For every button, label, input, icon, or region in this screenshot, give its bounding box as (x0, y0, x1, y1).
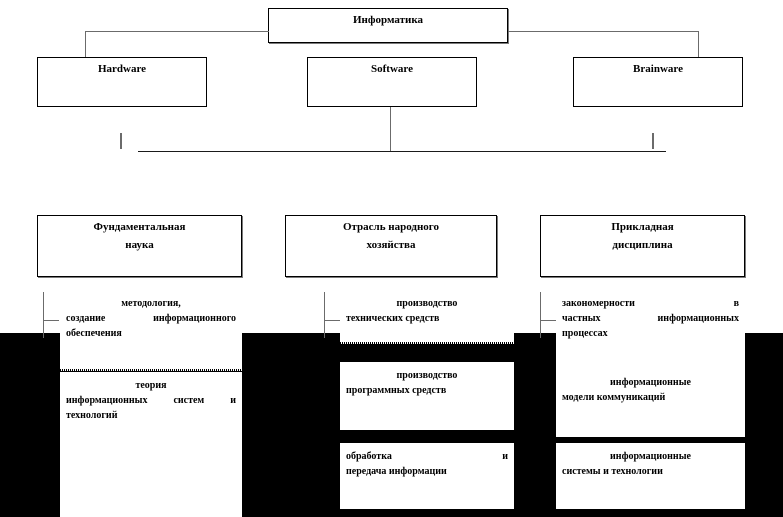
leaf-col1-divider-1 (60, 369, 242, 371)
leaf-col3-item-1-line2: частных информационных (562, 313, 739, 324)
leaf-col2-item-2[interactable]: производство программных средств (340, 362, 514, 430)
connector-col1-spine (43, 292, 44, 338)
leaf-col3-item-3-line2: системы и технологии (562, 466, 663, 477)
leaf-col2-item-3-line2: передача информации (346, 466, 447, 477)
leaf-col1-item-2[interactable]: теория информационных систем и технологи… (60, 372, 242, 517)
connector-tick-left (120, 133, 122, 149)
node-brainware-label: Brainware (633, 63, 683, 75)
node-software-label: Software (371, 63, 413, 75)
leaf-col1-item-1[interactable]: методология, создание информационного об… (60, 290, 242, 369)
leaf-col3-item-2-line1: информационные (610, 377, 691, 388)
node-applied-discipline-line1: Прикладная (611, 221, 674, 233)
leaf-col3-item-1-line1: закономерности в (562, 298, 739, 309)
node-economy-branch-line1: Отрасль народного (342, 221, 440, 233)
node-fundamental-science[interactable]: Фундаментальная наука (37, 215, 242, 277)
leaf-col3-item-2-line2: модели коммуникаций (562, 392, 666, 403)
connector-root-right-horizontal (508, 31, 698, 32)
connector-root-left-horizontal (85, 31, 269, 32)
leaf-col1-item-2-line2: информационных систем и (66, 395, 236, 406)
node-applied-discipline-line2: дисциплина (612, 238, 673, 251)
node-economy-branch[interactable]: Отрасль народного хозяйства (285, 215, 497, 277)
leaf-col2-item-3-line1: обработка и (346, 451, 508, 462)
connector-col3-spine (540, 292, 541, 338)
connector-col1-branch-1 (43, 320, 59, 321)
connector-distribution-bar (138, 151, 666, 152)
leaf-col3-item-3[interactable]: информационные системы и технологии (556, 443, 745, 509)
connector-brainware-drop (698, 31, 699, 58)
leaf-col1-item-2-line1: теория (135, 380, 167, 391)
connector-col2-branch-1 (324, 320, 340, 321)
node-fundamental-science-line1: Фундаментальная (93, 221, 186, 233)
leaf-col3-item-1[interactable]: закономерности в частных информационных … (556, 290, 745, 369)
leaf-col2-item-2-line1: производство (396, 370, 458, 381)
node-root-label: Информатика (352, 14, 423, 26)
connector-software-drop (390, 107, 391, 151)
node-fundamental-science-line2: наука (125, 238, 154, 251)
node-software[interactable]: Software (307, 57, 477, 107)
leaf-col3-item-3-line1: информационные (610, 451, 691, 462)
connector-col2-spine (324, 292, 325, 338)
leaf-col2-divider-1 (340, 342, 514, 344)
node-applied-discipline[interactable]: Прикладная дисциплина (540, 215, 745, 277)
leaf-col2-item-1[interactable]: производство технических средств (340, 290, 514, 342)
leaf-col2-item-2-line2: программных средств (346, 385, 447, 396)
node-root-informatika[interactable]: Информатика (268, 8, 508, 43)
leaf-col1-item-1-line2: создание информационного (66, 313, 236, 324)
connector-col3-branch-1 (540, 320, 556, 321)
node-hardware[interactable]: Hardware (37, 57, 207, 107)
leaf-col2-item-1-line1: производство (396, 298, 458, 309)
node-hardware-label: Hardware (97, 63, 147, 75)
connector-tick-right (652, 133, 654, 149)
leaf-col1-item-2-line3: технологий (66, 410, 118, 421)
connector-hardware-drop (85, 31, 86, 58)
leaf-col1-item-1-line3: обеспечения (66, 328, 122, 339)
leaf-col2-item-1-line2: технических средств (346, 313, 440, 324)
leaf-col3-item-2[interactable]: информационные модели коммуникаций (556, 369, 745, 437)
leaf-col3-item-1-line3: процессах (562, 328, 608, 339)
leaf-col2-item-3[interactable]: обработка и передача информации (340, 443, 514, 509)
leaf-col1-item-1-line1: методология, (121, 298, 181, 309)
node-brainware[interactable]: Brainware (573, 57, 743, 107)
node-economy-branch-line2: хозяйства (366, 238, 416, 251)
